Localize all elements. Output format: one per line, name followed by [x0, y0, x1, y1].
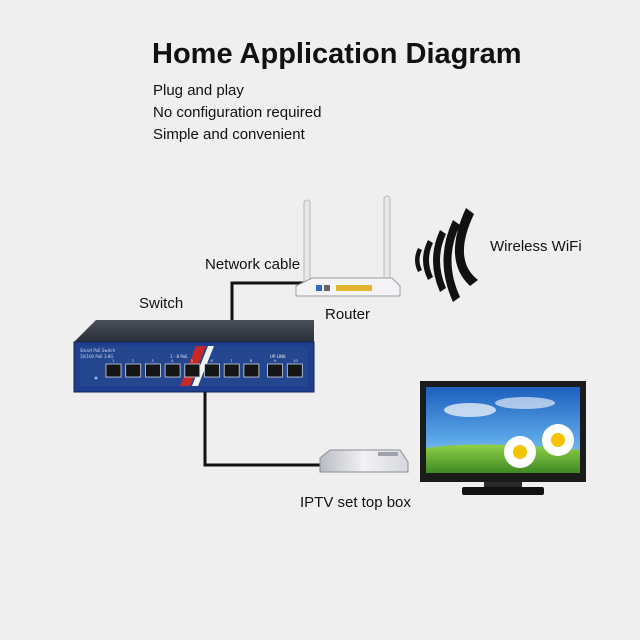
switch-port — [286, 363, 303, 378]
feature-simple: Simple and convenient — [153, 126, 305, 143]
network-cable — [203, 281, 320, 467]
switch-port-number: 4 — [171, 359, 174, 363]
switch-model-text: 10/100 PoE 1-8G — [80, 354, 114, 359]
switch-port — [105, 363, 122, 378]
router-label: Router — [325, 306, 371, 323]
switch-brand-text: Smart PoE Switch — [80, 348, 116, 353]
feature-no-configuration: No configuration required — [153, 104, 322, 121]
switch-port-number: 10 — [293, 359, 297, 363]
switch-ports: 1 2 3 4 5 6 7 8 9 10 — [105, 359, 303, 378]
switch-port-number: 7 — [230, 359, 232, 363]
switch-port — [223, 363, 240, 378]
iptv-label: IPTV set top box — [300, 494, 411, 511]
router-device — [295, 195, 401, 297]
feature-plug-and-play: Plug and play — [153, 82, 244, 99]
switch-port-number: 3 — [151, 359, 153, 363]
switch-port-number: 9 — [274, 359, 276, 363]
switch-port — [204, 363, 220, 378]
switch-port-number: 2 — [132, 359, 134, 363]
page-title: Home Application Diagram — [152, 38, 522, 70]
switch-port — [267, 363, 284, 378]
tv-device — [420, 381, 586, 495]
network-cable-label: Network cable — [205, 256, 301, 273]
switch-uplink-text: UP-LINK — [270, 354, 286, 359]
switch-port-number: 6 — [211, 359, 213, 363]
switch-poe-text: 1 - 8 PoE — [170, 354, 188, 359]
switch-port — [164, 363, 181, 378]
switch-port-number: 1 — [112, 359, 114, 363]
switch-port-number: 5 — [191, 359, 193, 363]
wireless-wifi-label: Wireless WiFi — [490, 238, 582, 255]
wifi-waves-icon — [415, 208, 478, 302]
switch-port — [144, 363, 161, 378]
switch-label: Switch — [139, 295, 184, 312]
iptv-box-device — [319, 449, 409, 473]
switch-port — [243, 363, 260, 378]
switch-device: Smart PoE Switch 10/100 PoE 1-8G 1 - 8 P… — [73, 320, 315, 393]
switch-port-number: 8 — [250, 359, 252, 363]
switch-port — [125, 363, 142, 378]
switch-port — [184, 363, 201, 378]
flower-icon — [504, 424, 574, 468]
